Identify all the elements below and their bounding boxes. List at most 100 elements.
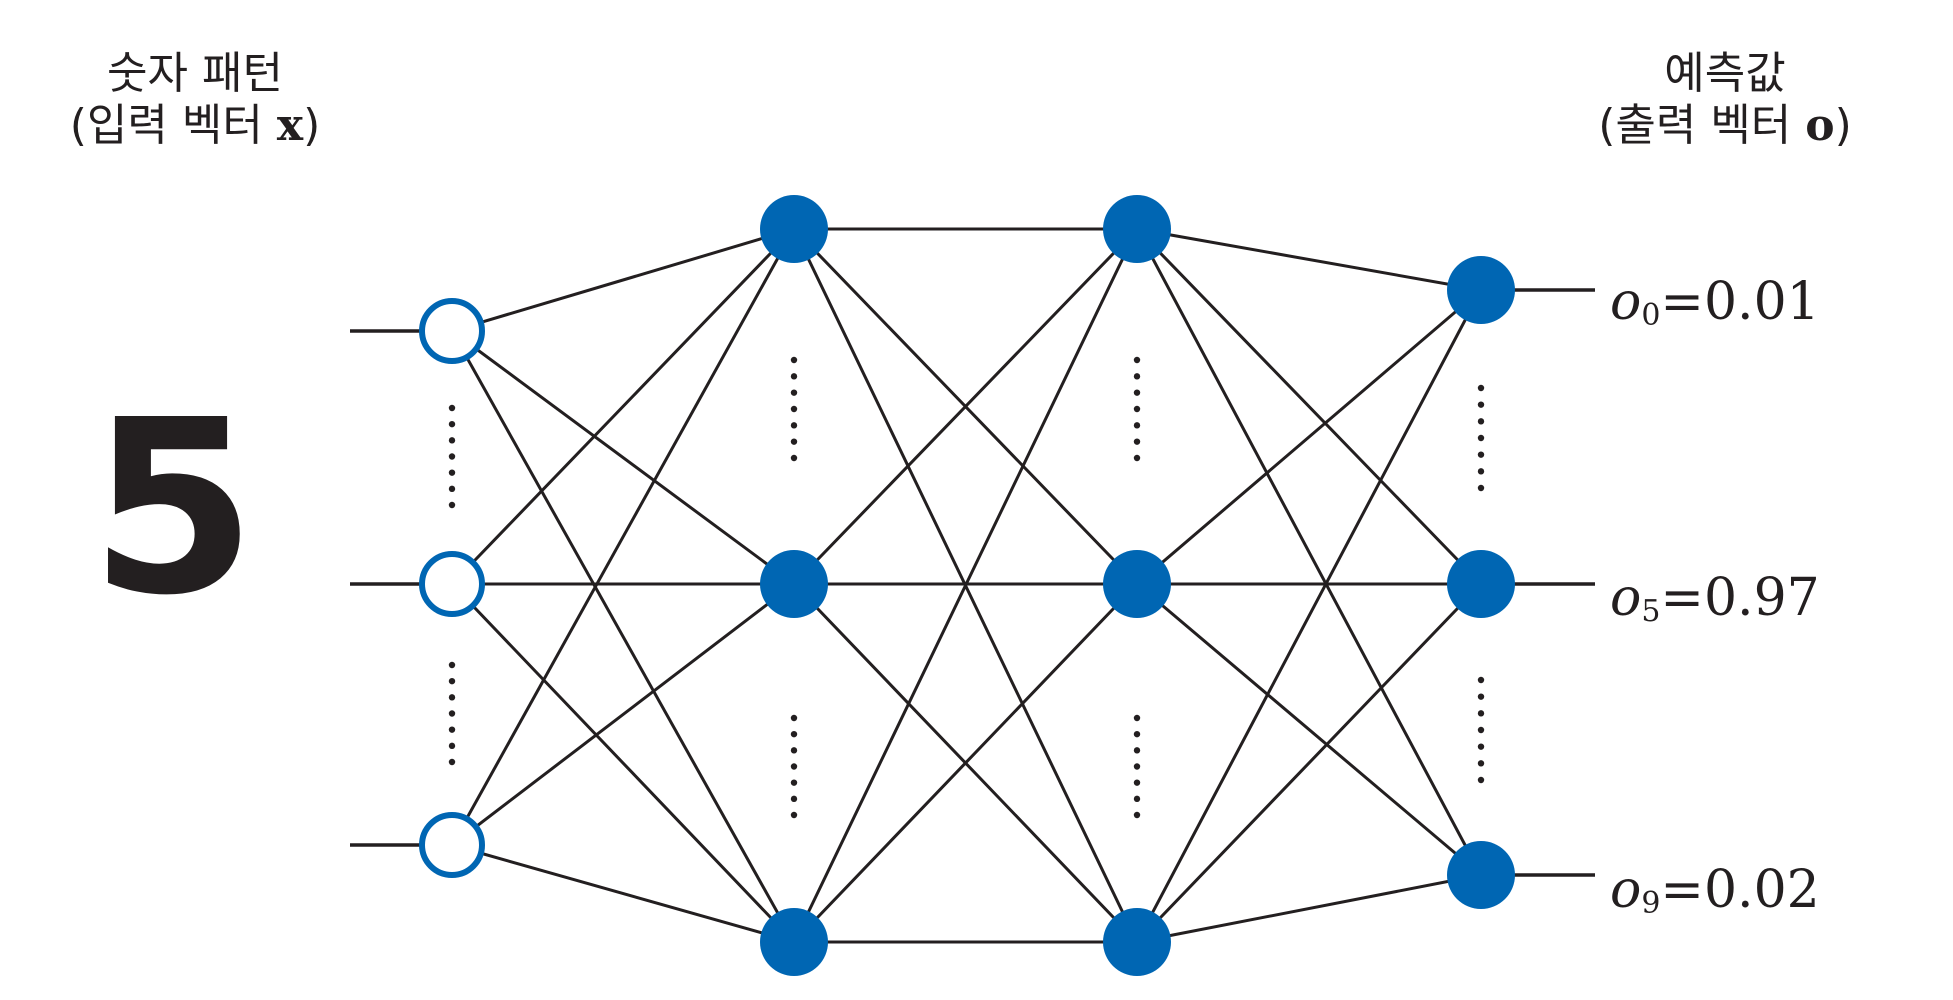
hidden2-lower-ellipsis-dot-4 xyxy=(1133,779,1141,786)
hidden1-lower-ellipsis-dot-6 xyxy=(790,811,798,819)
input-lower-ellipsis-dot-5 xyxy=(448,742,456,750)
edge-l1-n2-to-n0 xyxy=(792,228,1139,943)
hidden2-upper-ellipsis-dot-3 xyxy=(1133,405,1141,413)
edge-l0-n1-to-n2 xyxy=(450,582,796,944)
hidden1-upper-ellipsis-dot-6 xyxy=(790,454,798,462)
hidden1-upper-ellipsis-dot-5 xyxy=(790,438,798,445)
output-label-o0: o0=0.01 xyxy=(1610,272,1820,333)
hidden1-upper-ellipsis-dot-1 xyxy=(790,373,798,380)
hidden2-upper-ellipsis-dot-0 xyxy=(1133,356,1141,364)
edge-l2-n1-to-n2 xyxy=(1136,582,1482,877)
input-lower-ellipsis-dot-2 xyxy=(448,694,456,701)
output-upper-ellipsis-dot-1 xyxy=(1477,401,1485,408)
hidden2-lower-ellipsis-dot-6 xyxy=(1133,811,1141,819)
input-title: 숫자 패턴 (입력 벡터 x) xyxy=(30,48,360,152)
input-digit: 5 xyxy=(89,368,257,648)
output-upper-ellipsis-dot-4 xyxy=(1477,451,1485,458)
hidden-node-1-0 xyxy=(760,195,828,263)
edge-l0-n0-to-n2 xyxy=(450,330,796,943)
output-upper-ellipsis-dot-5 xyxy=(1477,468,1485,475)
output-node-0 xyxy=(1447,256,1515,324)
output-upper-ellipsis-dot-3 xyxy=(1477,434,1485,442)
hidden2-upper-ellipsis-dot-6 xyxy=(1133,454,1141,462)
input-upper-ellipsis-dot-4 xyxy=(448,469,456,476)
hidden1-lower-ellipsis-dot-2 xyxy=(790,747,798,754)
output-lower-ellipsis-dot-4 xyxy=(1477,743,1485,750)
edge-l0-n0-to-n0 xyxy=(451,227,795,333)
input-upper-ellipsis-dot-1 xyxy=(448,420,456,428)
output-lower-ellipsis-dot-0 xyxy=(1477,676,1485,684)
output-label-o5: o5=0.97 xyxy=(1610,568,1820,629)
input-upper-ellipsis-dot-5 xyxy=(448,485,456,493)
edge-l0-n0-to-n1 xyxy=(451,329,795,586)
output-title-line2: (출력 벡터 o) xyxy=(1598,100,1852,151)
edge-l2-n2-to-n2 xyxy=(1136,873,1482,944)
edge-l1-n2-to-n1 xyxy=(792,582,1139,944)
hidden-node-2-2 xyxy=(1103,908,1171,976)
ellipsis-dots xyxy=(448,356,1485,819)
output-node-2 xyxy=(1447,841,1515,909)
hidden2-upper-ellipsis-dot-5 xyxy=(1133,438,1141,445)
output-lower-ellipsis-dot-2 xyxy=(1477,710,1485,717)
hidden2-lower-ellipsis-dot-2 xyxy=(1133,747,1141,754)
output-title-line1: 예측값 xyxy=(1664,48,1786,99)
hidden-node-1-2 xyxy=(760,908,828,976)
hidden1-lower-ellipsis-dot-4 xyxy=(790,779,798,786)
hidden1-lower-ellipsis-dot-0 xyxy=(790,714,798,722)
output-label-o9: o9=0.02 xyxy=(1610,860,1820,921)
input-lower-ellipsis-dot-4 xyxy=(448,726,456,733)
output-vector-symbol: o xyxy=(1805,100,1835,151)
hidden2-lower-ellipsis-dot-5 xyxy=(1133,795,1141,803)
output-upper-ellipsis-dot-6 xyxy=(1477,484,1485,492)
output-lower-ellipsis-dot-5 xyxy=(1477,760,1485,767)
hidden-node-2-0 xyxy=(1103,195,1171,263)
input-node-1 xyxy=(419,551,485,617)
input-node-0 xyxy=(419,298,485,364)
edge-l0-n2-to-n1 xyxy=(451,582,795,847)
input-title-line1: 숫자 패턴 xyxy=(107,48,283,99)
input-vector-symbol: x xyxy=(276,100,304,151)
output-lower-ellipsis-dot-1 xyxy=(1477,693,1485,700)
output-lower-ellipsis-dot-6 xyxy=(1477,776,1485,784)
output-upper-ellipsis-dot-2 xyxy=(1477,418,1485,425)
hidden1-upper-ellipsis-dot-0 xyxy=(790,356,798,364)
edge-l0-n2-to-n0 xyxy=(450,228,796,846)
hidden2-lower-ellipsis-dot-3 xyxy=(1133,763,1141,770)
input-upper-ellipsis-dot-2 xyxy=(448,437,456,444)
input-lower-ellipsis-dot-1 xyxy=(448,677,456,685)
hidden2-upper-ellipsis-dot-2 xyxy=(1133,389,1141,396)
edge-l2-n0-to-n2 xyxy=(1135,228,1483,876)
edge-l2-n2-to-n0 xyxy=(1135,289,1483,943)
edge-l2-n0-to-n0 xyxy=(1136,227,1482,292)
hidden2-lower-ellipsis-dot-0 xyxy=(1133,714,1141,722)
connections xyxy=(450,227,1483,944)
input-title-line2: (입력 벡터 x) xyxy=(69,100,321,151)
neurons xyxy=(419,195,1515,976)
hidden1-lower-ellipsis-dot-1 xyxy=(790,730,798,738)
hidden2-upper-ellipsis-dot-4 xyxy=(1133,422,1141,429)
input-node-2 xyxy=(419,812,485,878)
input-upper-ellipsis-dot-0 xyxy=(448,404,456,412)
edge-l1-n1-to-n0 xyxy=(792,227,1139,586)
input-lower-ellipsis-dot-0 xyxy=(448,661,456,669)
edge-l2-n0-to-n1 xyxy=(1135,227,1483,586)
input-upper-ellipsis-dot-6 xyxy=(448,501,456,509)
hidden1-lower-ellipsis-dot-3 xyxy=(790,763,798,770)
output-node-1 xyxy=(1447,550,1515,618)
hidden-node-2-1 xyxy=(1103,550,1171,618)
edge-l0-n2-to-n2 xyxy=(451,843,795,944)
hidden1-lower-ellipsis-dot-5 xyxy=(790,795,798,803)
hidden1-upper-ellipsis-dot-2 xyxy=(790,389,798,396)
hidden1-upper-ellipsis-dot-4 xyxy=(790,422,798,429)
input-lower-ellipsis-dot-6 xyxy=(448,758,456,766)
input-lower-ellipsis-dot-3 xyxy=(448,710,456,717)
output-upper-ellipsis-dot-0 xyxy=(1477,384,1485,392)
edge-l2-n1-to-n0 xyxy=(1136,288,1482,586)
hidden2-upper-ellipsis-dot-1 xyxy=(1133,373,1141,380)
hidden1-upper-ellipsis-dot-3 xyxy=(790,405,798,413)
hidden2-lower-ellipsis-dot-1 xyxy=(1133,730,1141,738)
input-upper-ellipsis-dot-3 xyxy=(448,453,456,460)
hidden-node-1-1 xyxy=(760,550,828,618)
output-title: 예측값 (출력 벡터 o) xyxy=(1560,48,1890,152)
